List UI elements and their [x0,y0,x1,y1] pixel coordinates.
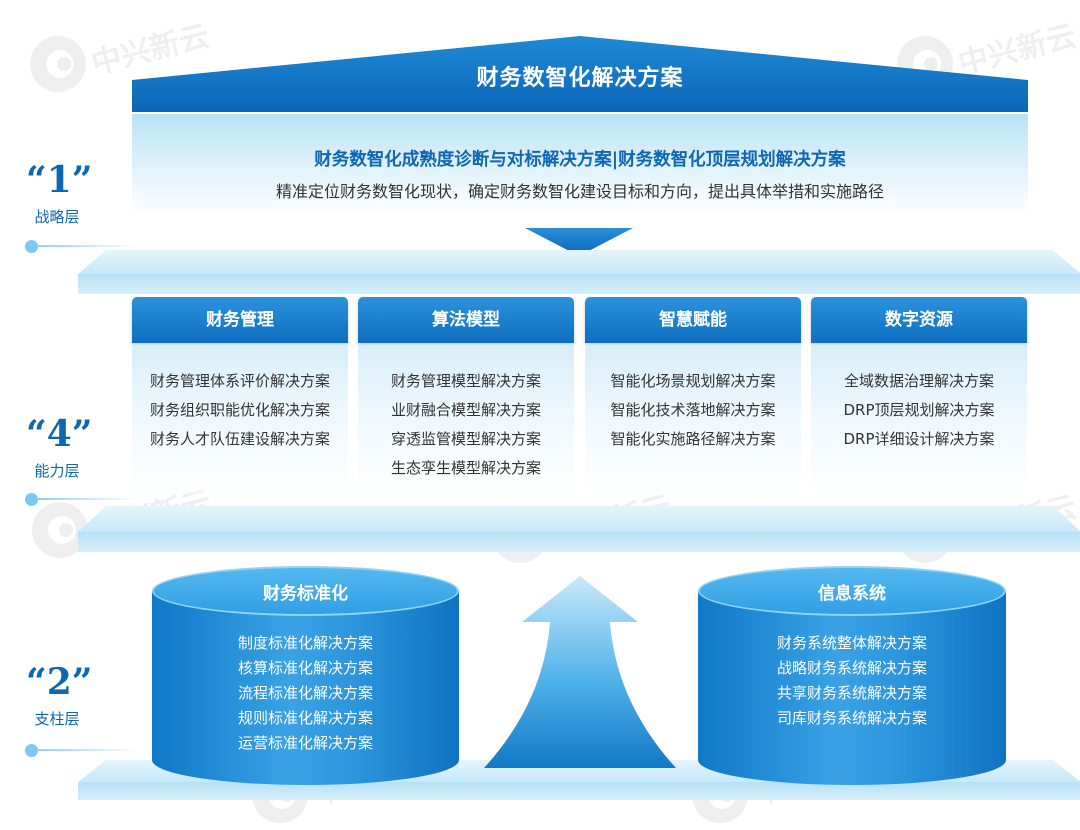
up-arrow-icon [484,576,676,768]
pillar-cylinder-body [698,590,1006,760]
layer-name-strategy: 战略层 [34,208,80,226]
layer-name-capability: 能力层 [34,462,80,480]
capability-header-smart-enablement: 智慧赋能 [585,297,801,343]
pillar-item: 流程标准化解决方案 [237,684,373,702]
layer-line [38,749,138,751]
capability-header-digital-resources: 数字资源 [811,297,1027,343]
pillar-item: 共享财务系统解决方案 [776,684,927,702]
pillar-item: 财务系统整体解决方案 [776,634,927,652]
capability-item: DRP顶层规划解决方案 [843,401,995,419]
pillar-cylinder-top [698,566,1006,616]
capability-item: 财务管理模型解决方案 [390,372,541,390]
capability-item: 业财融合模型解决方案 [390,401,541,419]
capability-body: 全域数据治理解决方案 DRP顶层规划解决方案 DRP详细设计解决方案 [811,345,1027,495]
layer-number-capability: “4” [26,413,93,455]
capability-item: 穿透监管模型解决方案 [390,430,541,448]
pillar-cylinder-top [152,566,459,616]
layer-line [38,498,138,500]
pillar-item: 规则标准化解决方案 [237,709,373,727]
pillar-item: 运营标准化解决方案 [237,734,373,752]
roof [132,36,1028,112]
layer-marker-icon [25,493,38,506]
capability-item: 财务人才队伍建设解决方案 [149,430,330,448]
capability-body: 财务管理体系评价解决方案 财务组织职能优化解决方案 财务人才队伍建设解决方案 [132,345,348,495]
layer-line [38,245,138,247]
layer-marker-icon [25,744,38,757]
strategy-description: 精准定位财务数智化现状，确定财务数智化建设目标和方向，提出具体举措和实施路径 [275,182,884,201]
down-arrow-icon [525,228,633,256]
capability-item: 智能化场景规划解决方案 [610,372,776,390]
pillar-item: 司库财务系统解决方案 [776,709,927,727]
capability-item: DRP详细设计解决方案 [843,430,995,448]
layer-number-strategy: “1” [26,159,93,201]
roof-title: 财务数智化解决方案 [476,66,684,91]
pillar-item: 制度标准化解决方案 [237,634,373,652]
capability-body: 智能化场景规划解决方案 智能化技术落地解决方案 智能化实施路径解决方案 [585,345,801,495]
layer-name-pillar: 支柱层 [34,710,80,728]
capability-item: 财务管理体系评价解决方案 [149,372,330,390]
floor-slab [78,250,1080,294]
capability-header-algorithm-model: 算法模型 [358,297,574,343]
pillar-item: 战略财务系统解决方案 [776,659,927,677]
strategy-heading: 财务数智化成熟度诊断与对标解决方案|财务数智化顶层规划解决方案 [314,150,846,170]
strategy-band [132,114,1028,216]
capability-item: 智能化技术落地解决方案 [610,401,776,419]
layer-number-pillar: “2” [26,661,93,703]
capability-header-finance-management: 财务管理 [132,297,348,343]
capability-body: 财务管理模型解决方案 业财融合模型解决方案 穿透监管模型解决方案 生态孪生模型解… [358,345,574,495]
capability-item: 生态孪生模型解决方案 [390,459,541,477]
capability-item: 财务组织职能优化解决方案 [149,401,330,419]
capability-item: 智能化实施路径解决方案 [610,430,776,448]
pillar-cylinder-body [152,590,459,760]
pillar-title-finance-standardization: 财务标准化 [263,584,348,604]
capability-item: 全域数据治理解决方案 [843,372,994,390]
floor-slab [78,506,1080,552]
layer-marker-icon [25,240,38,253]
pillar-title-information-systems: 信息系统 [818,584,886,604]
pillar-item: 核算标准化解决方案 [237,659,373,677]
